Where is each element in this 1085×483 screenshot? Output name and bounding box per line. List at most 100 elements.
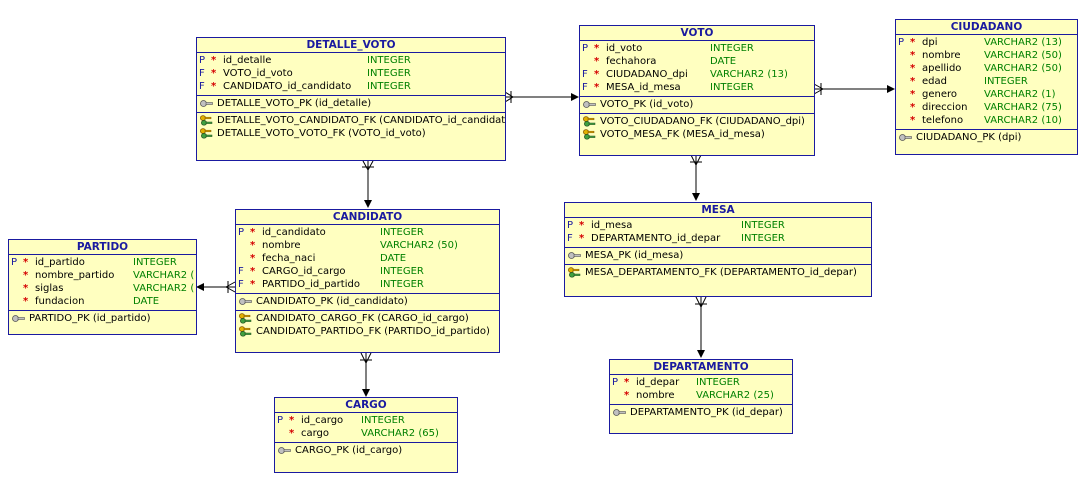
column-type: VARCHAR2 (75) xyxy=(984,102,1062,113)
primary-key-section: DETALLE_VOTO_PK (id_detalle) xyxy=(197,96,505,113)
column-name: MESA_id_mesa xyxy=(606,82,681,93)
rel-detalle_voto-candidato xyxy=(362,160,374,208)
column-name: id_candidato xyxy=(262,227,326,238)
foreign-key-section: VOTO_CIUDADANO_FK (CIUDADANO_dpi) VOTO_ME… xyxy=(580,114,814,143)
foreign-key-icon xyxy=(239,326,252,337)
rel-candidato-partido xyxy=(196,281,236,293)
column-type: DATE xyxy=(380,253,407,264)
column-key-flag: F xyxy=(567,233,573,244)
primary-key-section: PARTIDO_PK (id_partido) xyxy=(9,311,196,327)
column-type: VARCHAR2 (50) xyxy=(984,50,1062,61)
primary-key-label: DETALLE_VOTO_PK (id_detalle) xyxy=(217,98,372,109)
column-type: VARCHAR2 (1) xyxy=(984,89,1056,100)
foreign-key-label: VOTO_MESA_FK (MESA_id_mesa) xyxy=(600,129,765,140)
column-required-mark: * xyxy=(594,82,600,93)
foreign-key-row: MESA_DEPARTAMENTO_FK (DEPARTAMENTO_id_de… xyxy=(565,266,871,279)
primary-key-icon xyxy=(278,447,291,454)
column-key-flag: F xyxy=(199,81,205,92)
primary-key-section: CIUDADANO_PK (dpi) xyxy=(896,130,1077,146)
foreign-key-row: DETALLE_VOTO_CANDIDATO_FK (CANDIDATO_id_… xyxy=(197,114,505,127)
column-required-mark: * xyxy=(624,390,630,401)
column-key-flag: F xyxy=(582,69,588,80)
foreign-key-icon xyxy=(583,129,596,140)
foreign-key-label: VOTO_CIUDADANO_FK (CIUDADANO_dpi) xyxy=(600,116,805,127)
foreign-key-icon xyxy=(200,128,213,139)
foreign-key-icon xyxy=(583,116,596,127)
column-key-flag: P xyxy=(11,257,18,268)
column-name: nombre_partido xyxy=(35,270,115,281)
primary-key-label: CARGO_PK (id_cargo) xyxy=(295,445,403,456)
column-name: CANDIDATO_id_candidato xyxy=(223,81,352,92)
column-required-mark: * xyxy=(910,102,916,113)
column-name: telefono xyxy=(922,115,964,126)
column-type: INTEGER xyxy=(984,76,1028,87)
primary-key-label: PARTIDO_PK (id_partido) xyxy=(29,313,151,324)
column-name: id_detalle xyxy=(223,55,272,66)
foreign-key-icon xyxy=(239,313,252,324)
column-key-flag: F xyxy=(582,82,588,93)
rel-detalle_voto-voto xyxy=(504,91,579,103)
primary-key-section: VOTO_PK (id_voto) xyxy=(580,97,814,114)
column-name: nombre xyxy=(262,240,301,251)
foreign-key-section: MESA_DEPARTAMENTO_FK (DEPARTAMENTO_id_de… xyxy=(565,265,871,281)
column-type: INTEGER xyxy=(367,68,411,79)
rel-voto-ciudadano xyxy=(813,83,895,95)
column-type: VARCHAR2 (13) xyxy=(710,69,788,80)
primary-key-row: DEPARTAMENTO_PK (id_depar) xyxy=(610,406,792,419)
foreign-key-icon xyxy=(200,115,213,126)
column-required-mark: * xyxy=(250,253,256,264)
entity-title: CIUDADANO xyxy=(896,20,1077,35)
column-type: INTEGER xyxy=(361,415,405,426)
column-required-mark: * xyxy=(289,428,295,439)
primary-key-row: DETALLE_VOTO_PK (id_detalle) xyxy=(197,97,505,110)
column-name: genero xyxy=(922,89,957,100)
column-key-flag: F xyxy=(199,68,205,79)
entity-title: CARGO xyxy=(275,398,457,413)
foreign-key-section: CANDIDATO_CARGO_FK (CARGO_id_cargo)CANDI… xyxy=(236,311,499,340)
foreign-key-row: DETALLE_VOTO_VOTO_FK (VOTO_id_voto) xyxy=(197,127,505,140)
entity-title: CANDIDATO xyxy=(236,210,499,225)
column-type: DATE xyxy=(133,296,160,307)
column-type: VARCHAR2 ( xyxy=(133,270,195,281)
primary-key-row: CIUDADANO_PK (dpi) xyxy=(896,131,1077,144)
primary-key-icon xyxy=(583,101,596,108)
primary-key-section: CANDIDATO_PK (id_candidato) xyxy=(236,294,499,311)
column-key-flag: P xyxy=(898,37,905,48)
column-name: id_mesa xyxy=(591,220,633,231)
column-type: VARCHAR2 (65) xyxy=(361,428,439,439)
foreign-key-section: DETALLE_VOTO_CANDIDATO_FK (CANDIDATO_id_… xyxy=(197,113,505,142)
foreign-key-label: DETALLE_VOTO_VOTO_FK (VOTO_id_voto) xyxy=(217,128,426,139)
column-required-mark: * xyxy=(910,50,916,61)
column-required-mark: * xyxy=(579,233,585,244)
column-type: VARCHAR2 (13) xyxy=(984,37,1062,48)
primary-key-icon xyxy=(239,298,252,305)
column-type: INTEGER xyxy=(380,266,424,277)
column-type: VARCHAR2 ( xyxy=(133,283,195,294)
column-key-flag: P xyxy=(612,377,619,388)
column-type: INTEGER xyxy=(380,227,424,238)
column-required-mark: * xyxy=(211,68,217,79)
